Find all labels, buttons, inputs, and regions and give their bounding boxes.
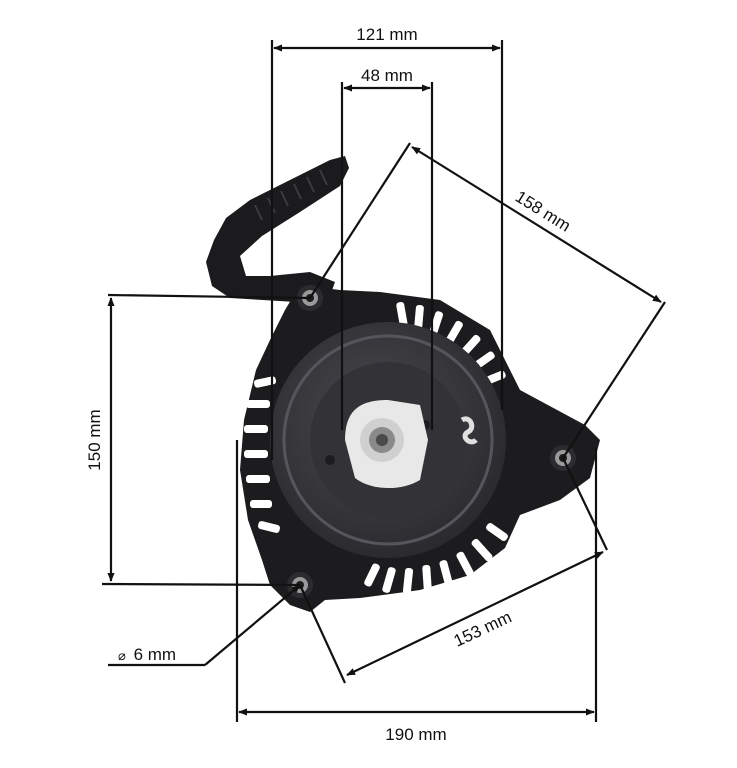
label-bolt-hole: ⌀ 6 mm: [118, 645, 176, 664]
label-height: 150 mm: [85, 409, 104, 470]
label-overall-width: 190 mm: [385, 725, 446, 744]
label-bolt-hole-value: 6 mm: [134, 645, 177, 664]
diameter-symbol: ⌀: [118, 648, 126, 663]
hub: [345, 400, 428, 489]
dimension-lines: [101, 40, 666, 722]
pull-handle: [206, 156, 349, 302]
label-diagonal-bottom: 153 mm: [451, 607, 515, 650]
label-top-width: 121 mm: [356, 25, 417, 44]
label-inner-width: 48 mm: [361, 66, 413, 85]
recoil-starter-image: [206, 156, 600, 612]
rope-knot: [460, 416, 478, 445]
